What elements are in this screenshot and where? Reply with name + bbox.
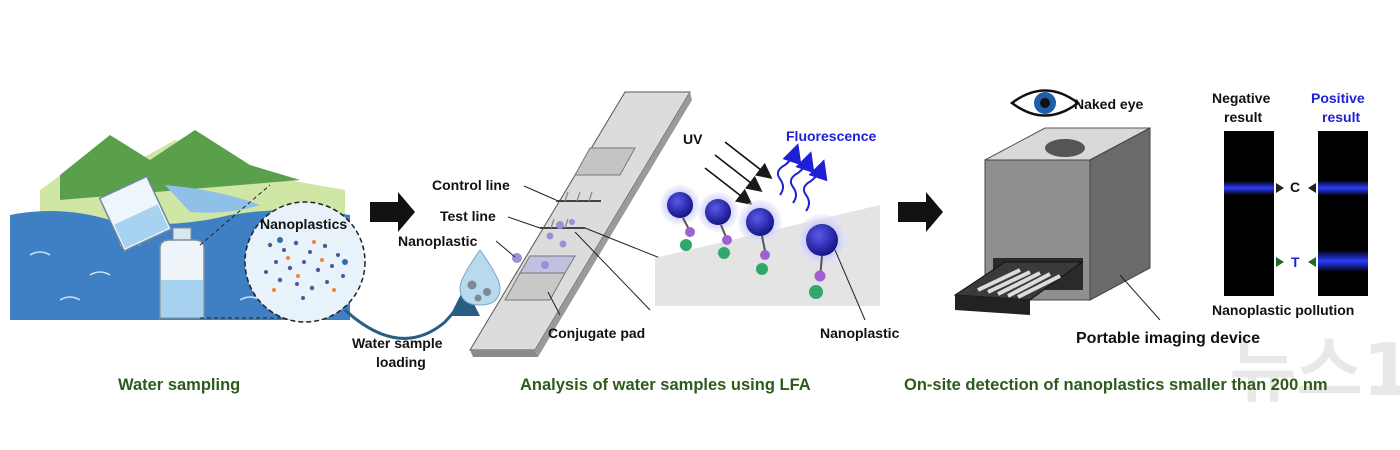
loading-label-line1: Water sample: [352, 335, 443, 351]
device-caption: Portable imaging device: [1076, 330, 1261, 347]
stage-title-detection: On-site detection of nanoplastics smalle…: [904, 376, 1328, 394]
step-arrow-1: [370, 192, 415, 232]
nanoplastics-zoom-circle: [244, 201, 366, 323]
positive-test-band: [1318, 250, 1368, 272]
water-drop-icon: [459, 249, 501, 306]
loading-arrow: [343, 286, 480, 340]
portable-imaging-device: [953, 89, 1161, 321]
step-arrow-2: [898, 192, 943, 232]
stage-title-sampling: Water sampling: [118, 376, 241, 394]
beaker-icon: [98, 175, 173, 252]
negative-control-band: [1224, 181, 1274, 195]
fluorescence-panel: [655, 141, 880, 321]
result-strips: [1224, 131, 1368, 296]
negative-result-line1: Negative: [1212, 90, 1271, 106]
watermark-logo: 뉴스1: [1230, 328, 1400, 412]
negative-strip: [1224, 131, 1274, 296]
control-line-label: Control line: [432, 177, 510, 193]
eye-icon: [1009, 89, 1081, 117]
stage-title-analysis: Analysis of water samples using LFA: [520, 376, 811, 394]
water-sampling-scene: [10, 130, 366, 323]
positive-control-band: [1318, 180, 1368, 196]
results-footer: Nanoplastic pollution: [1212, 302, 1355, 318]
lfa-nanoplastic-label: Nanoplastic: [398, 233, 478, 249]
bottle-icon: [159, 227, 205, 319]
negative-result-line2: result: [1224, 109, 1263, 125]
positive-result-line2: result: [1322, 109, 1361, 125]
fluor-nanoplastic-label: Nanoplastic: [820, 325, 900, 341]
positive-result-line1: Positive: [1311, 90, 1365, 106]
naked-eye-label: Naked eye: [1074, 96, 1144, 112]
nanoplastics-circle-label: Nanoplastics: [260, 216, 348, 232]
fluorescence-label: Fluorescence: [786, 128, 877, 144]
loading-label-line2: loading: [376, 354, 426, 370]
uv-label: UV: [683, 131, 703, 147]
conjugate-pad-label: Conjugate pad: [548, 325, 646, 341]
control-band-label: C: [1290, 179, 1301, 195]
lfa-strip: [469, 91, 692, 357]
test-band-label: T: [1291, 254, 1300, 270]
test-line-label: Test line: [440, 208, 496, 224]
